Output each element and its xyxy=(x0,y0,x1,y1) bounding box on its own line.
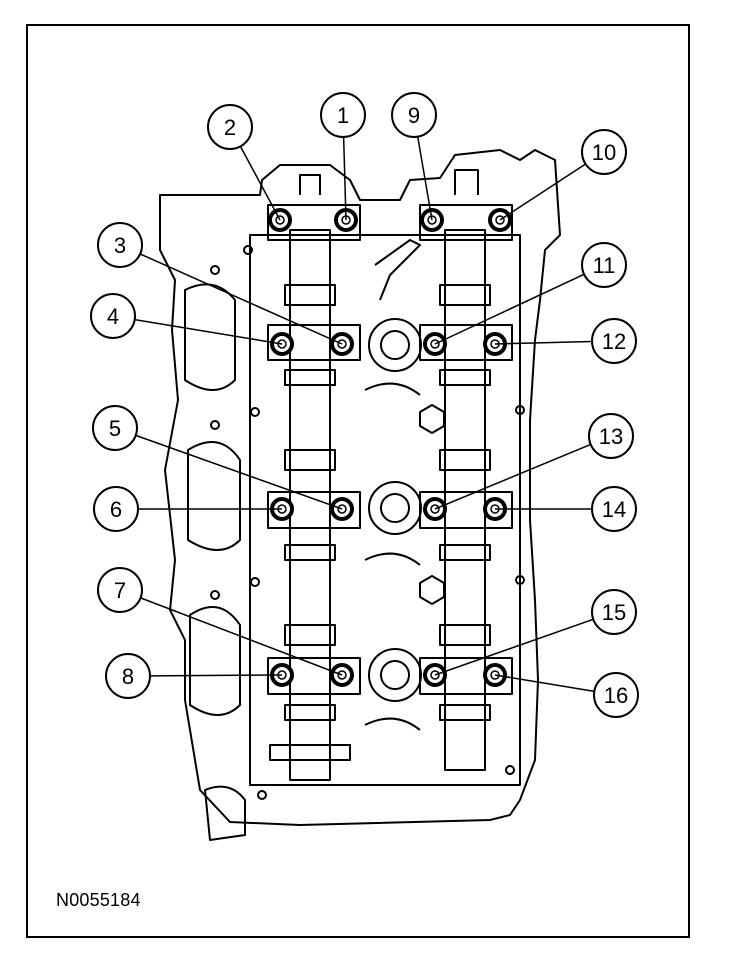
callout-leaders xyxy=(134,136,595,693)
callout-11: 11 xyxy=(581,242,627,288)
callout-number: 9 xyxy=(408,103,420,128)
callout-circle xyxy=(97,567,143,613)
callout-circle xyxy=(207,104,253,150)
callout-circle xyxy=(588,413,634,459)
callout-number: 8 xyxy=(122,664,134,689)
callout-circle xyxy=(581,242,627,288)
callout-4: 4 xyxy=(90,293,136,339)
callout-number: 10 xyxy=(592,140,616,165)
leader-line-12 xyxy=(494,340,593,345)
leader-line-11 xyxy=(434,273,585,345)
leader-line-5 xyxy=(135,434,343,510)
callout-number: 13 xyxy=(599,424,623,449)
callout-number: 7 xyxy=(114,578,126,603)
leader-line-1 xyxy=(342,136,347,221)
callout-circle xyxy=(591,318,637,364)
callout-14: 14 xyxy=(591,486,637,532)
leader-line-3 xyxy=(139,253,343,345)
callout-number: 2 xyxy=(224,115,236,140)
callout-number: 15 xyxy=(602,600,626,625)
callout-8: 8 xyxy=(105,653,151,699)
callout-9: 9 xyxy=(391,92,437,138)
callout-5: 5 xyxy=(92,405,138,451)
callout-number: 5 xyxy=(109,416,121,441)
figure-border xyxy=(26,24,690,938)
callout-7: 7 xyxy=(97,567,143,613)
leader-line-9 xyxy=(416,136,433,221)
leader-line-8 xyxy=(149,674,283,677)
bolt-11 xyxy=(423,332,447,356)
callout-circle xyxy=(97,222,143,268)
callout-circle xyxy=(581,129,627,175)
callout-circle xyxy=(93,486,139,532)
callout-number: 4 xyxy=(107,304,119,329)
leader-line-7 xyxy=(140,597,343,676)
callout-circle xyxy=(391,92,437,138)
callout-number: 3 xyxy=(114,233,126,258)
callout-number: 1 xyxy=(337,103,349,128)
callout-circle xyxy=(105,653,151,699)
callout-circle xyxy=(92,405,138,451)
callout-number: 6 xyxy=(110,497,122,522)
callout-circle xyxy=(90,293,136,339)
callout-12: 12 xyxy=(591,318,637,364)
leader-line-2 xyxy=(239,146,281,221)
callout-16: 16 xyxy=(593,672,639,718)
callout-number: 16 xyxy=(604,683,628,708)
callout-15: 15 xyxy=(591,589,637,635)
callout-circle xyxy=(591,589,637,635)
cylinder-head-outline xyxy=(159,149,561,841)
callout-13: 13 xyxy=(588,413,634,459)
callout-6: 6 xyxy=(93,486,139,532)
callout-circle xyxy=(320,92,366,138)
leader-line-16 xyxy=(494,674,595,693)
leader-line-15 xyxy=(434,618,594,676)
callout-1: 1 xyxy=(320,92,366,138)
callout-2: 2 xyxy=(207,104,253,150)
bearing-cap-bolts xyxy=(268,208,512,687)
bolt-16 xyxy=(483,663,507,687)
callout-number: 11 xyxy=(593,253,616,278)
callout-3: 3 xyxy=(97,222,143,268)
figure-id: N0055184 xyxy=(56,890,141,910)
callout-number: 12 xyxy=(602,329,626,354)
callout-number: 14 xyxy=(602,497,626,522)
callout-circle xyxy=(591,486,637,532)
leader-line-10 xyxy=(499,163,586,221)
leader-line-13 xyxy=(434,443,591,510)
callout-circle xyxy=(593,672,639,718)
leader-line-4 xyxy=(134,318,283,345)
callout-10: 10 xyxy=(581,129,627,175)
